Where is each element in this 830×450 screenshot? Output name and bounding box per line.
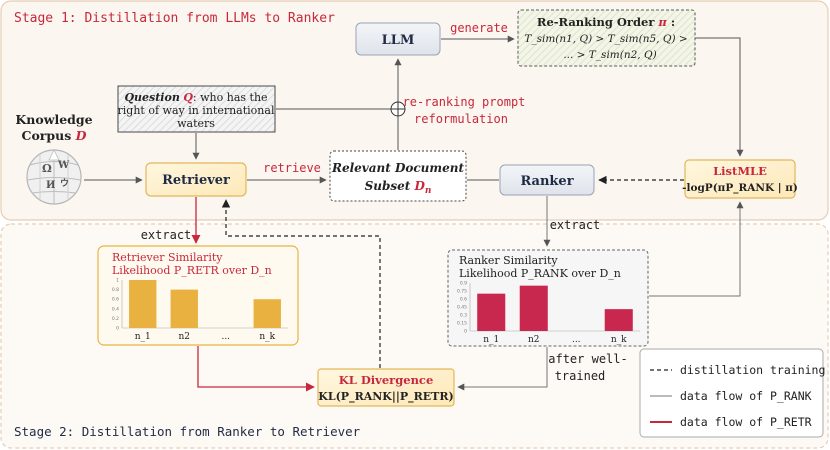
rank-chart-category-label: n2 — [528, 335, 540, 345]
rank-chart-category-label: n_1 — [483, 335, 499, 345]
rank-chart-ytick-label: 0 — [464, 329, 467, 335]
relevant-docs-line2: Subset Dn — [365, 179, 432, 196]
reranking-order-line2: T_sim(n1, Q) > T_sim(n5, Q) > — [524, 33, 687, 45]
retr-chart-ytick-label: 0.4 — [112, 306, 119, 312]
rank-chart-ytick-label: 0.45 — [457, 305, 467, 311]
retr-chart-ytick-label: 1 — [116, 278, 119, 284]
rank-chart-bar — [604, 309, 633, 331]
question-line1: Question Q: who has the — [124, 91, 267, 104]
edge-rank-chart-to-listmle — [649, 201, 744, 297]
edge-rank-chart-to-kl — [457, 347, 548, 391]
retr-chart-bar — [129, 280, 157, 328]
rank-chart-category-label: n_k — [611, 335, 627, 345]
retr-chart-bar — [170, 289, 198, 328]
rank-chart-ytick-label: 0.75 — [457, 289, 467, 295]
edge-label-after-1: after well- — [548, 352, 627, 366]
llm-label: LLM — [382, 33, 415, 48]
rank-chart-ytick-label: 0.6 — [460, 297, 467, 303]
retr-chart-ytick-label: 0.6 — [112, 297, 119, 303]
retr-chart-category-label: n_k — [259, 332, 275, 342]
corpus-label-line1: Knowledge — [15, 112, 92, 127]
wikipedia-globe-icon: Ω W И ウ — [26, 149, 82, 205]
reranking-order-title: Re-Ranking Order π : — [537, 15, 675, 29]
retr-chart-category-label: n_1 — [135, 332, 151, 342]
rank-chart-category-label: ... — [572, 335, 581, 345]
edge-label-reformulation-2: reformulation — [414, 112, 508, 126]
retr-bar-chart: 1 0.8 0.6 0.4 0.2 0 n_1 n2... n_k — [112, 278, 288, 342]
retr-chart-bar — [253, 299, 281, 328]
listmle-formula: -logP(πP_RANK | π) — [682, 182, 798, 195]
retr-chart-category-label: ... — [221, 332, 230, 342]
edge-label-retrieve: retrieve — [263, 161, 321, 175]
kl-formula: KL(P_RANK||P_RETR) — [318, 390, 453, 404]
rank-chart-ytick-label: 0.15 — [457, 321, 467, 327]
edge-label-extract-right: extract — [550, 218, 601, 232]
question-line3: waters — [177, 117, 215, 130]
edge-label-extract-left: extract — [141, 228, 192, 242]
rank-chart-ytick-label: 0.9 — [460, 281, 467, 287]
retriever-box[interactable] — [145, 162, 247, 197]
question-line2: right of way in international — [118, 104, 275, 117]
retr-chart-title-line1: Retriever Similarity — [112, 251, 223, 264]
edge-order-to-listmle — [695, 37, 744, 157]
kl-title: KL Divergence — [339, 373, 434, 387]
reranking-order-line3: ... > T_sim(n2, Q) — [563, 49, 656, 61]
edge-retr-chart-to-kl — [197, 346, 315, 392]
rank-bar-chart: 0.9 0.75 0.6 0.45 0.3 0.15 0 n_1 n2... n_k — [457, 281, 640, 345]
svg-text:Ω: Ω — [42, 162, 52, 175]
edge-label-generate: generate — [450, 21, 508, 35]
question-box — [117, 85, 276, 133]
listmle-box — [684, 159, 796, 199]
svg-text:И: И — [46, 180, 55, 191]
retr-chart-category-label: n2 — [178, 332, 190, 342]
stage2-title: Stage 2: Distillation from Ranker to Ret… — [14, 424, 361, 439]
rank-chart-title-line2: Likelihood P_RANK over D_n — [459, 267, 621, 280]
ranker-box[interactable] — [499, 164, 595, 196]
rank-chart-bar — [477, 293, 506, 331]
rank-chart-ytick-label: 0.3 — [460, 313, 467, 319]
corpus-label-line2: Corpus D — [22, 128, 87, 143]
relevant-docs-box — [329, 150, 467, 202]
kl-box — [317, 368, 455, 407]
relevant-docs-line1: Relevant Document — [331, 161, 464, 175]
edge-kl-to-retriever — [221, 199, 381, 368]
plus-join-icon — [390, 101, 406, 117]
retr-chart-title-line2: Likelihood P_RETR over D_n — [112, 264, 272, 277]
llm-box[interactable] — [355, 22, 441, 56]
listmle-title: ListMLE — [713, 164, 767, 178]
retriever-label: Retriever — [162, 173, 230, 188]
retr-chart-ytick-label: 0.8 — [112, 287, 119, 293]
edge-label-reformulation-1: re-ranking prompt — [403, 95, 526, 109]
stage1-title: Stage 1: Distillation from LLMs to Ranke… — [14, 11, 335, 26]
legend-label-retr-flow: data flow of P_RETR — [680, 415, 812, 429]
legend-label-distillation: distillation training — [680, 363, 825, 377]
legend-box — [639, 348, 824, 438]
rank-chart-bar — [519, 285, 548, 331]
svg-text:ウ: ウ — [60, 178, 69, 189]
rank-chart-title-line1: Ranker Similarity — [459, 254, 558, 267]
ranker-label: Ranker — [520, 174, 573, 189]
legend-label-rank-flow: data flow of P_RANK — [680, 389, 812, 403]
svg-text:W: W — [57, 160, 70, 171]
retr-chart-ytick-label: 0.2 — [112, 316, 119, 322]
retr-chart-ytick-label: 0 — [116, 326, 119, 332]
edge-label-after-2: trained — [555, 369, 606, 383]
